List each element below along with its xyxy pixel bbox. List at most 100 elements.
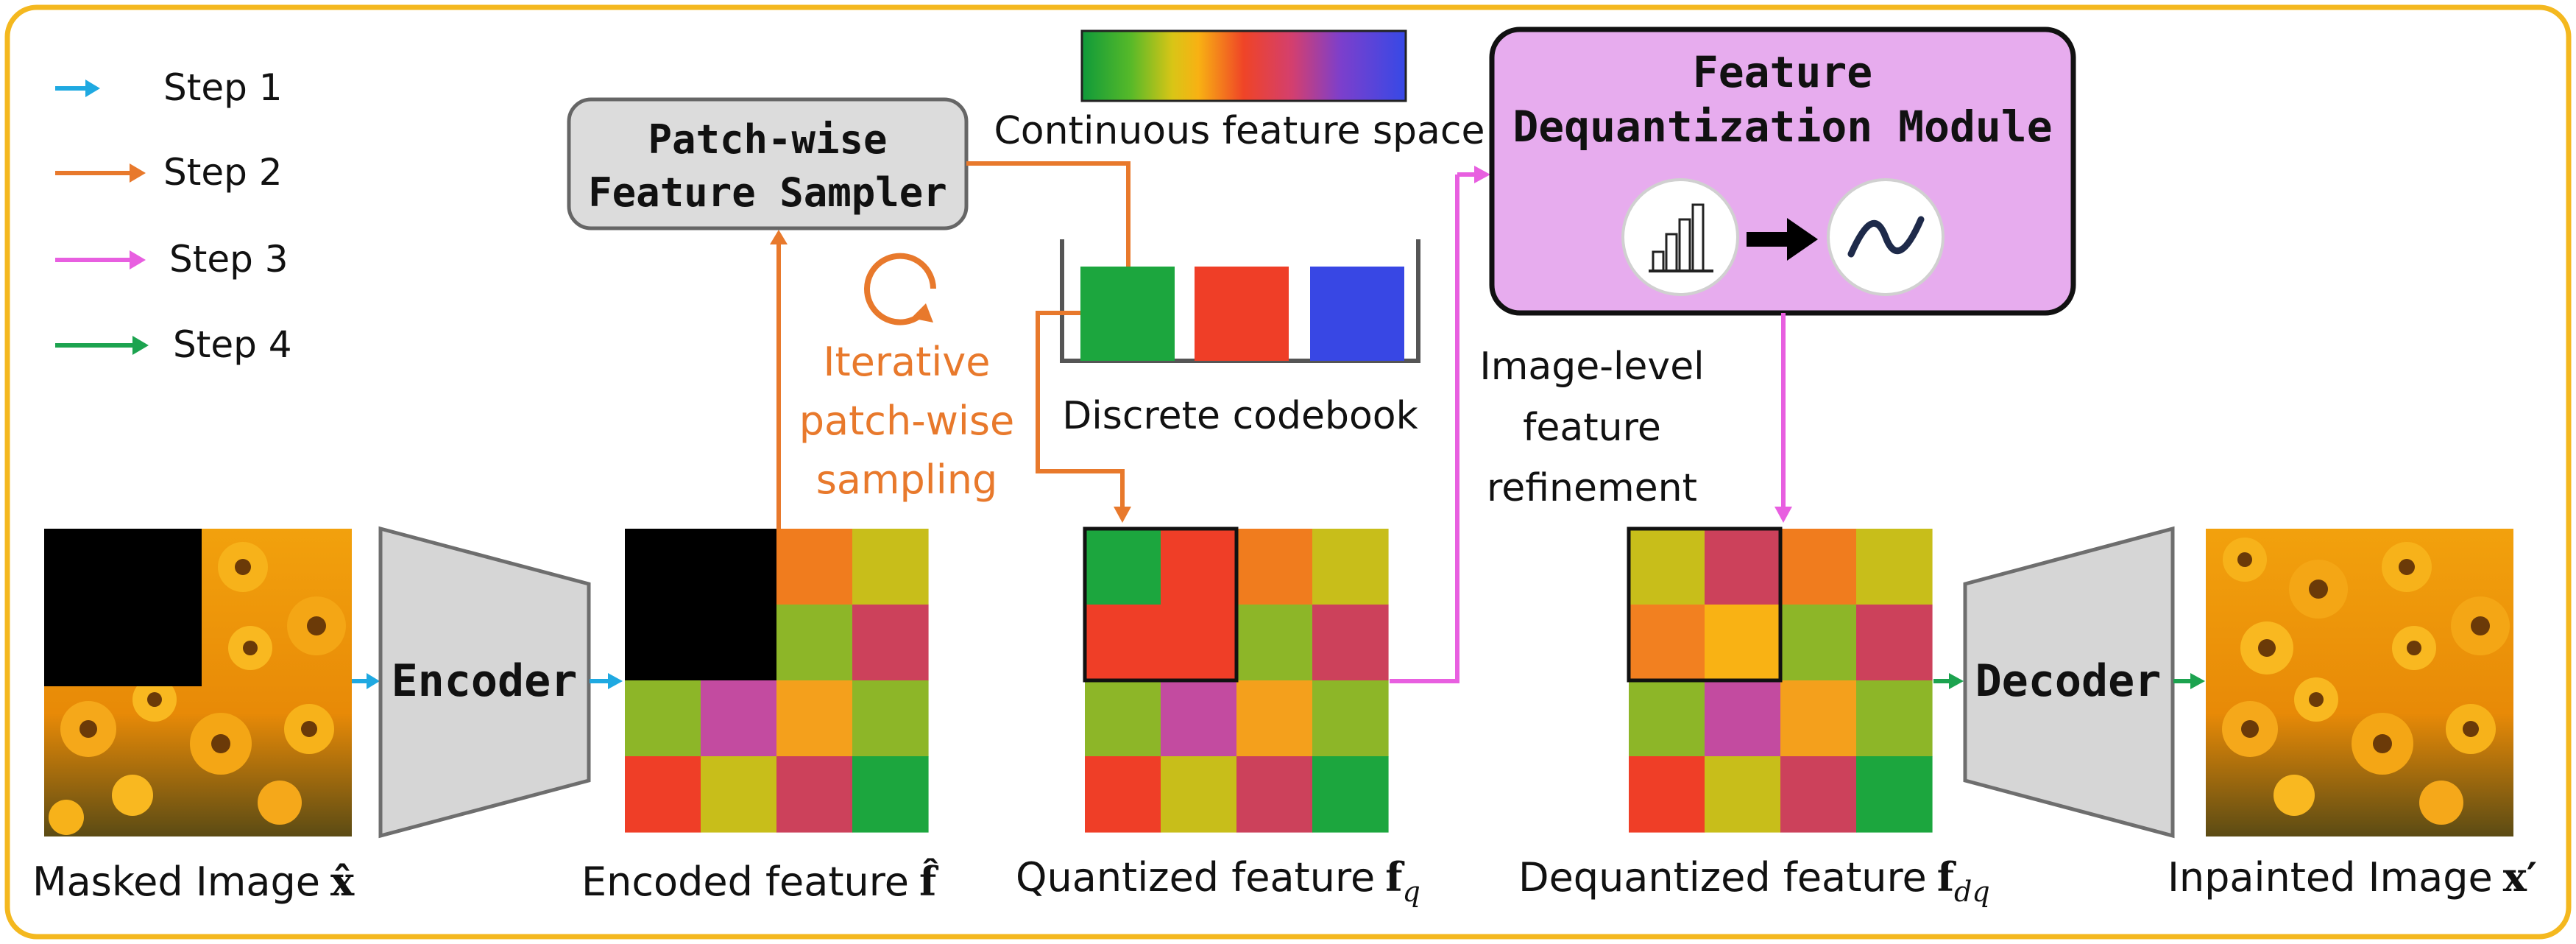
codebook-label: Discrete codebook [1062,394,1418,438]
dequantized-grid-cell [1629,605,1705,681]
quantized-feature-grid [1085,529,1389,833]
quantized-grid-cell [1312,529,1389,605]
mask-region [44,529,202,686]
codebook-entry-green [1080,267,1175,361]
arrow-image-to-encoder [352,673,380,689]
dequantized-grid-cell [1629,529,1705,605]
quantized-grid-cell [1312,605,1389,681]
quantized-grid-cell [1236,529,1313,605]
dequantized-patch-highlight [1627,526,1783,683]
quantized-grid-cell [1085,680,1161,757]
dequantized-grid-cell [1705,680,1781,757]
encoder-block: Encoder [378,526,591,839]
quantized-grid-cell [1236,756,1313,833]
continuous-feature-space: Continuous feature space [994,29,1485,153]
dequantized-grid-cell [1780,756,1857,833]
refinement-label-line2: feature [1523,406,1661,450]
quantized-grid-cell [1161,605,1237,681]
legend-step-4-label: Step 4 [173,323,292,366]
sampler-title-line1: Patch-wise [648,116,887,163]
quantized-grid-cell [1085,529,1161,605]
quantized-grid-cell [1085,605,1161,681]
legend-step-1: Step 1 [55,66,283,109]
inpainted-flowers [2222,538,2510,825]
refinement-label: Image-level feature refinement [1479,345,1704,510]
legend-step-3-label: Step 3 [169,238,289,281]
dequantized-grid-cell [1856,529,1933,605]
quantized-grid-cell [1312,680,1389,757]
arrow-module-to-dequantized [1774,313,1792,523]
legend: Step 1 Step 2 Step 3 Step 4 [55,66,292,366]
module-title-line1: Feature [1693,47,1872,97]
dequantized-grid-cell [1856,756,1933,833]
encoded-grid-cell [852,605,929,681]
quantized-grid-cell [1161,756,1237,833]
arrow-codebook-to-quantized [1036,311,1131,523]
quantized-grid-cell [1161,529,1237,605]
dequantized-grid-cell [1780,605,1857,681]
legend-step-3: Step 3 [55,238,289,281]
masked-flowers [49,542,346,835]
feature-space-label: Continuous feature space [994,109,1485,153]
decoder-block: Decoder [1963,526,2175,839]
dequantized-grid-cell [1705,756,1781,833]
iterative-label-line1: Iterative [824,339,991,385]
arrow-encoder-to-grid [590,673,623,689]
encoded-grid-cell [776,756,853,833]
refinement-label-line1: Image-level [1479,345,1704,389]
dequantization-module: Feature Dequantization Module [1489,27,2076,316]
curve-glyph [1847,216,1925,258]
dequantized-grid-cell [1780,529,1857,605]
encoded-grid-cell [625,605,701,681]
iterative-label-line3: sampling [816,457,998,503]
arrow-quantized-to-module [1390,166,1490,683]
decoder-label: Decoder [1975,655,2162,707]
arrow-grid-to-decoder [1933,673,1964,689]
arrow-decoder-to-image [2173,673,2205,689]
masked-image [44,529,352,836]
legend-step-4: Step 4 [55,323,292,366]
iterative-label-line2: patch-wise [799,398,1014,444]
quantized-grid-cell [1161,680,1237,757]
dequantized-grid-cell [1705,605,1781,681]
dequantized-feature-grid [1629,529,1933,833]
encoded-grid-cell [852,756,929,833]
bar-chart-glyph [1649,203,1713,272]
dequantized-grid-cell [1629,680,1705,757]
quantized-patch-highlight [1083,526,1239,683]
iterative-sampling-label: Iterative patch-wise sampling [799,339,1014,503]
quantized-grid-cell [1312,756,1389,833]
iterative-loop-icon [864,253,936,325]
encoded-grid-cell [776,529,853,605]
encoded-grid-cell [625,529,701,605]
quantized-grid-cell [1236,680,1313,757]
arrow-grid-to-sampler [770,230,788,529]
arrow-sampler-to-codebook [966,161,1130,267]
encoder-label: Encoder [392,655,578,707]
dequantized-grid-cell [1629,756,1705,833]
encoded-grid-cell [701,756,777,833]
quantized-grid-cell [1085,756,1161,833]
outer-frame [4,4,2572,940]
sampler-title-line2: Feature Sampler [588,169,947,216]
inpainted-image [2206,529,2513,836]
codebook-entry-blue [1310,267,1404,361]
legend-step-2: Step 2 [55,151,283,194]
encoded-grid-cell [776,680,853,757]
encoded-feature-grid [625,529,929,833]
legend-step-2-label: Step 2 [163,151,283,194]
encoded-grid-cell [701,605,777,681]
legend-step-1-label: Step 1 [163,66,283,109]
feature-sampler-box: Patch-wise Feature Sampler [567,97,969,230]
codebook-entry-red [1195,267,1289,361]
discrete-codebook: Discrete codebook [1060,239,1420,438]
refinement-label-line3: refinement [1487,466,1697,510]
dequantized-grid-cell [1856,680,1933,757]
encoded-grid-cell [625,756,701,833]
